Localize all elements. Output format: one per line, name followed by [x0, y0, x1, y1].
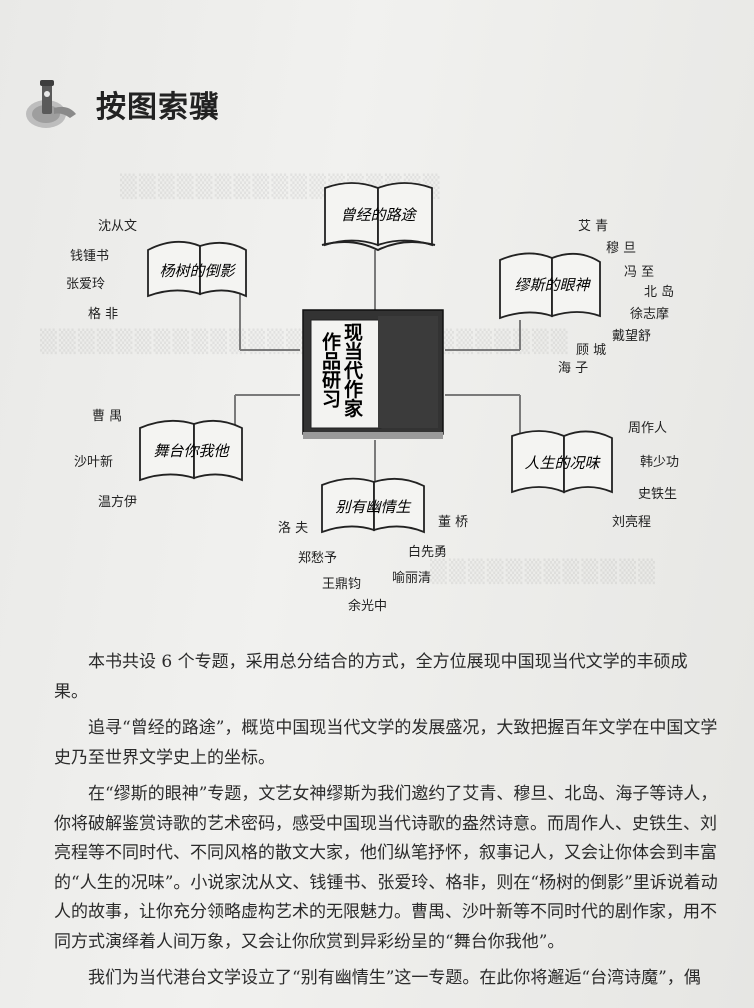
authors-life: 周作人 韩少功 史铁生 刘亮程: [612, 421, 679, 530]
topic-book-hk: 别有幽情生: [321, 477, 425, 534]
authors-hk: 洛 夫 郑愁予 王鼎钧 余光中 董 桥 白先勇 喻丽清: [278, 515, 468, 614]
authors-stage: 曹 禺 沙叶新 温方伊: [74, 409, 137, 510]
paragraph: 追寻“曾经的路途”，概览中国现当代文学的发展盛况，大致把握百年文学在中国文学史乃…: [54, 718, 718, 768]
topic-label-life: 人生的况味: [524, 454, 601, 472]
author-name: 曹 禺: [92, 409, 122, 424]
author-name: 张爱玲: [66, 277, 105, 292]
author-name: 沙叶新: [74, 454, 113, 470]
author-name: 格 非: [88, 306, 118, 322]
topic-book-past: 曾经的路途: [321, 182, 436, 252]
topic-book-muse: 缪斯的眼神: [499, 252, 601, 320]
author-name: 韩少功: [640, 455, 679, 470]
author-name: 沈从文: [98, 219, 137, 234]
topic-label-past: 曾经的路途: [340, 206, 417, 224]
author-name: 董 桥: [438, 515, 468, 530]
author-name: 戴望舒: [612, 328, 651, 344]
paragraph: 我们为当代港台文学设立了“别有幽情生”这一专题。在此你将邂逅“台湾诗魔”，偶: [88, 968, 701, 988]
author-name: 钱锺书: [70, 249, 109, 264]
paragraph: 本书共设 6 个专题，采用总分结合的方式，全方位展现中国现当代文学的丰硕成果。: [54, 652, 688, 702]
topic-label-hk: 别有幽情生: [335, 498, 411, 516]
topic-book-stage: 舞台你我他: [139, 419, 243, 482]
author-name: 余光中: [348, 598, 387, 614]
author-name: 洛 夫: [278, 521, 308, 536]
paragraph: 在“缪斯的眼神”专题，文艺女神缪斯为我们邀约了艾青、穆旦、北岛、海子等诗人，你将…: [54, 784, 718, 952]
author-name: 顾 城: [576, 343, 606, 358]
section-heading: 按图索骥: [18, 72, 258, 132]
author-name: 徐志摩: [630, 306, 669, 322]
author-name: 温方伊: [98, 494, 137, 510]
topic-label-stage: 舞台你我他: [153, 442, 230, 460]
topic-book-shade: 杨树的倒影: [147, 240, 247, 298]
lighthouse-icon: [26, 80, 76, 128]
topic-mind-map: 现当代作家 作品研习 曾经的路途 杨树的倒影 缪斯的眼神 舞台你我他 人: [66, 182, 679, 614]
author-name: 白先勇: [408, 544, 447, 560]
author-name: 穆 旦: [606, 241, 636, 256]
center-book-line2: 作品研习: [319, 331, 341, 408]
author-name: 艾 青: [578, 219, 608, 234]
authors-shade: 沈从文 钱锺书 张爱玲 格 非: [66, 219, 137, 322]
topic-book-life: 人生的况味: [511, 430, 613, 494]
topic-label-shade: 杨树的倒影: [159, 262, 236, 280]
topic-label-muse: 缪斯的眼神: [514, 276, 591, 294]
bleed-through-text: ▒▒▒▒▒▒▒▒▒▒▒▒: [430, 560, 658, 585]
author-name: 王鼎钧: [322, 577, 361, 592]
intro-text: 本书共设 6 个专题，采用总分结合的方式，全方位展现中国现当代文学的丰硕成果。 …: [54, 648, 720, 1001]
author-name: 海 子: [558, 361, 588, 376]
author-name: 冯 至: [624, 265, 654, 280]
author-name: 刘亮程: [612, 514, 651, 530]
authors-muse: 艾 青 穆 旦 冯 至 北 岛 徐志摩 戴望舒 顾 城 海 子: [558, 219, 674, 376]
author-name: 北 岛: [644, 284, 674, 300]
center-book: 现当代作家 作品研习: [302, 309, 444, 439]
author-name: 喻丽清: [392, 571, 431, 586]
center-book-line1: 现当代作家: [341, 322, 364, 417]
author-name: 周作人: [628, 421, 667, 436]
author-name: 郑愁予: [298, 551, 337, 566]
author-name: 史铁生: [638, 487, 677, 502]
page-title: 按图索骥: [96, 90, 220, 125]
